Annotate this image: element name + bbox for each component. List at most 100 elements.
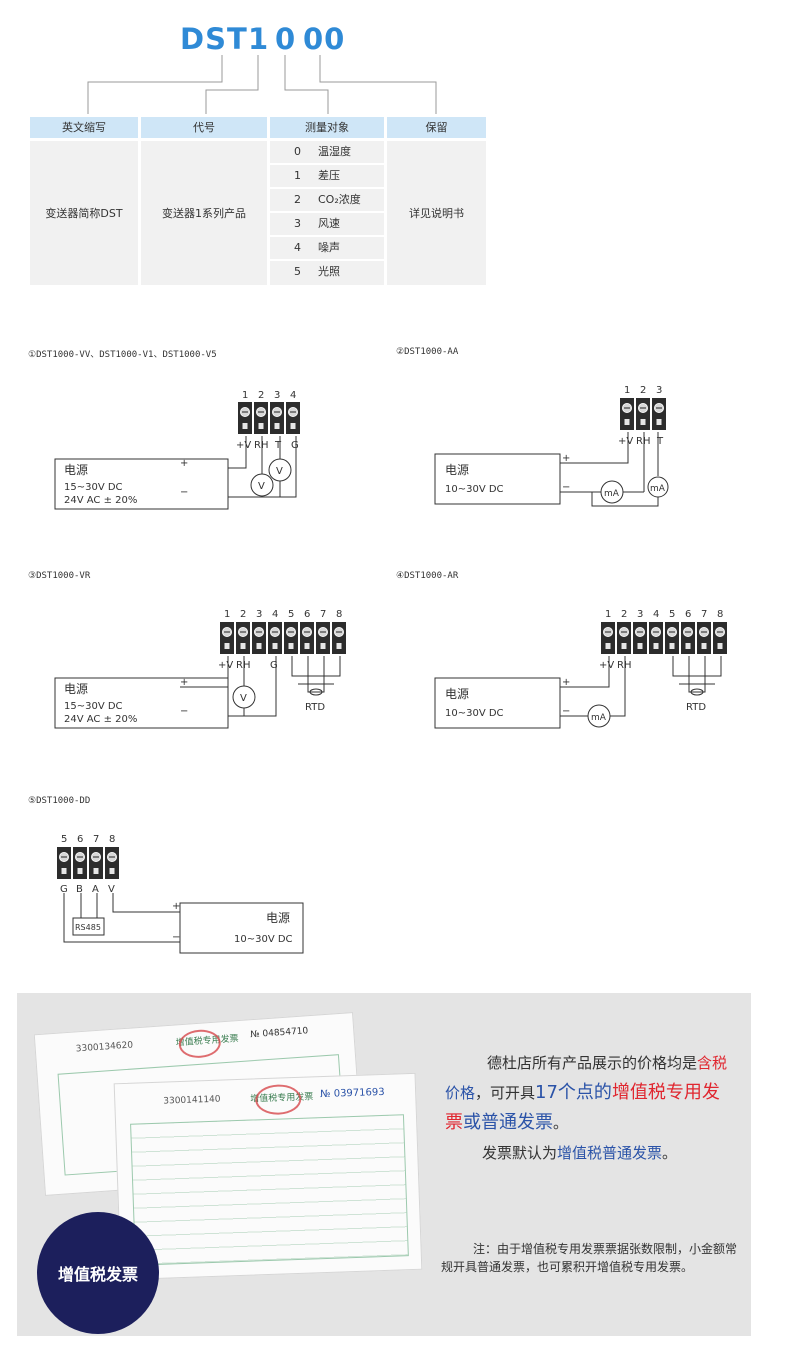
d3-plus: + — [180, 677, 188, 688]
diagram-1 — [54, 401, 301, 510]
line2-price: 价格 — [445, 1084, 476, 1102]
invoice-front-grid — [130, 1114, 409, 1266]
d4-pin-7: 7 — [701, 609, 707, 620]
d2-power-line-1: 10~30V DC — [445, 484, 504, 495]
d2-label-rh: RH — [636, 436, 650, 447]
d4-label-rh: RH — [617, 660, 631, 671]
d4-rtd: RTD — [686, 702, 706, 713]
d5-label-b: B — [76, 884, 83, 895]
caption-diagram-5: ⑤DST1000-DD — [28, 796, 91, 806]
d5-minus: − — [172, 932, 180, 943]
d3-label-rh: RH — [236, 660, 250, 671]
d4-pin-5: 5 — [669, 609, 675, 620]
d4-meter-1: mA — [591, 713, 607, 723]
d2-meter-1: mA — [604, 489, 620, 499]
code-connector-lines — [87, 55, 437, 114]
d2-label-v: +V — [618, 436, 633, 447]
d3-power-line-2: 24V AC ± 20% — [64, 714, 137, 725]
d5-pin-2: 6 — [77, 834, 83, 845]
invoice-note: 注：由于增值税专用发票票据张数限制，小金额常规开具普通发票，也可累积开增值税专用… — [441, 1242, 738, 1274]
d4-pin-3: 3 — [637, 609, 643, 620]
d2-pin-1: 1 — [624, 385, 630, 396]
line1-highlight: 含税 — [697, 1054, 728, 1072]
d5-power-title: 电源 — [266, 911, 290, 925]
diagram-4 — [434, 621, 728, 729]
wiring-diagrams: 1 2 3 4 +V RH T G + − V V 电源 15~30V DC 2… — [54, 385, 728, 954]
caption-diagram-1: ①DST1000-VV、DST1000-V1、DST1000-V5 — [28, 350, 217, 360]
invoice-line-3: 票或普通发票。 — [445, 1110, 568, 1136]
d4-pin-8: 8 — [717, 609, 723, 620]
invoice-line-2: 价格，可开具17个点的增值税专用发 — [445, 1080, 720, 1106]
line2-text: ，可开具 — [475, 1084, 536, 1102]
th-measure: 测量对象 — [270, 117, 384, 138]
d3-label-g: G — [270, 660, 278, 671]
invoice-stamp-icon — [254, 1083, 302, 1116]
code-digit-3: 00 — [303, 22, 346, 56]
d5-label-g: G — [60, 884, 68, 895]
d1-power-line-1: 15~30V DC — [64, 482, 123, 493]
measure-text: CO₂浓度 — [318, 193, 361, 206]
d4-pin-6: 6 — [685, 609, 691, 620]
d3-pin-4: 4 — [272, 609, 278, 620]
invoice-sheet-front: 3300141140 增值税专用发票 № 03971693 — [113, 1072, 423, 1281]
d3-power-line-1: 15~30V DC — [64, 701, 123, 712]
d1-pin-3: 3 — [274, 390, 280, 401]
d1-label-t: T — [274, 440, 282, 451]
d4-plus: + — [562, 677, 570, 688]
d3-pin-5: 5 — [288, 609, 294, 620]
line3-ticket: 票 — [445, 1112, 463, 1133]
measure-text: 风速 — [318, 217, 340, 230]
d1-minus: − — [180, 487, 188, 498]
caption-diagram-2: ②DST1000-AA — [396, 347, 459, 357]
invoice-stamp-icon — [177, 1028, 222, 1060]
code-table: 英文缩写 代号 测量对象 保留 变送器简称DST 变送器1系列产品 详见说明书 … — [30, 117, 486, 285]
invoice-front-number: 3300141140 — [163, 1094, 221, 1107]
code-value: 变送器1系列产品 — [162, 207, 246, 220]
measure-text: 差压 — [318, 169, 340, 182]
cell-reserved: 详见说明书 — [387, 141, 486, 285]
invoice-seal-badge: 增值税发票 — [37, 1212, 159, 1334]
d4-pin-4: 4 — [653, 609, 659, 620]
invoice-back-no: № 04854710 — [249, 1026, 309, 1041]
line3-end: 。 — [553, 1114, 569, 1132]
th-code: 代号 — [141, 117, 267, 138]
d1-label-rh: RH — [254, 440, 268, 451]
d2-pin-3: 3 — [656, 385, 662, 396]
d4-power-title: 电源 — [445, 687, 469, 701]
d1-pin-1: 1 — [242, 390, 248, 401]
line4-highlight: 增值税普通发票 — [557, 1144, 663, 1162]
measure-num: 0 — [294, 145, 301, 158]
d1-meter-2: V — [276, 466, 283, 477]
measure-text: 光照 — [318, 265, 340, 278]
invoice-banner: 3300134620 增值税专用发票 № 04854710 3300141140… — [17, 993, 751, 1336]
invoice-front-no: № 03971693 — [319, 1086, 385, 1101]
d2-minus: − — [562, 482, 570, 493]
d1-label-g: G — [291, 440, 299, 451]
measure-num: 2 — [294, 193, 301, 206]
measure-text: 噪声 — [318, 241, 340, 254]
d3-pin-2: 2 — [240, 609, 246, 620]
d5-label-v: V — [108, 884, 115, 895]
line2-vat: 增值税专用发 — [611, 1082, 720, 1103]
code-prefix: DST — [180, 22, 248, 56]
d4-minus: − — [562, 706, 570, 717]
d4-power-line-1: 10~30V DC — [445, 708, 504, 719]
d2-pin-2: 2 — [640, 385, 646, 396]
d5-pin-4: 8 — [109, 834, 115, 845]
d3-pin-8: 8 — [336, 609, 342, 620]
th-reserved: 保留 — [387, 117, 486, 138]
diagram-3 — [54, 621, 347, 729]
d3-pin-1: 1 — [224, 609, 230, 620]
d2-label-t: T — [656, 436, 664, 447]
line2-rate: 17个点的 — [535, 1082, 612, 1103]
abbr-value: 变送器简称DST — [45, 207, 123, 220]
diagram-5 — [56, 846, 304, 954]
cell-code: 变送器1系列产品 — [141, 141, 267, 285]
d3-pin-3: 3 — [256, 609, 262, 620]
line1-text: 德杜店所有产品展示的价格均是 — [487, 1054, 698, 1072]
d1-power-line-2: 24V AC ± 20% — [64, 495, 137, 506]
